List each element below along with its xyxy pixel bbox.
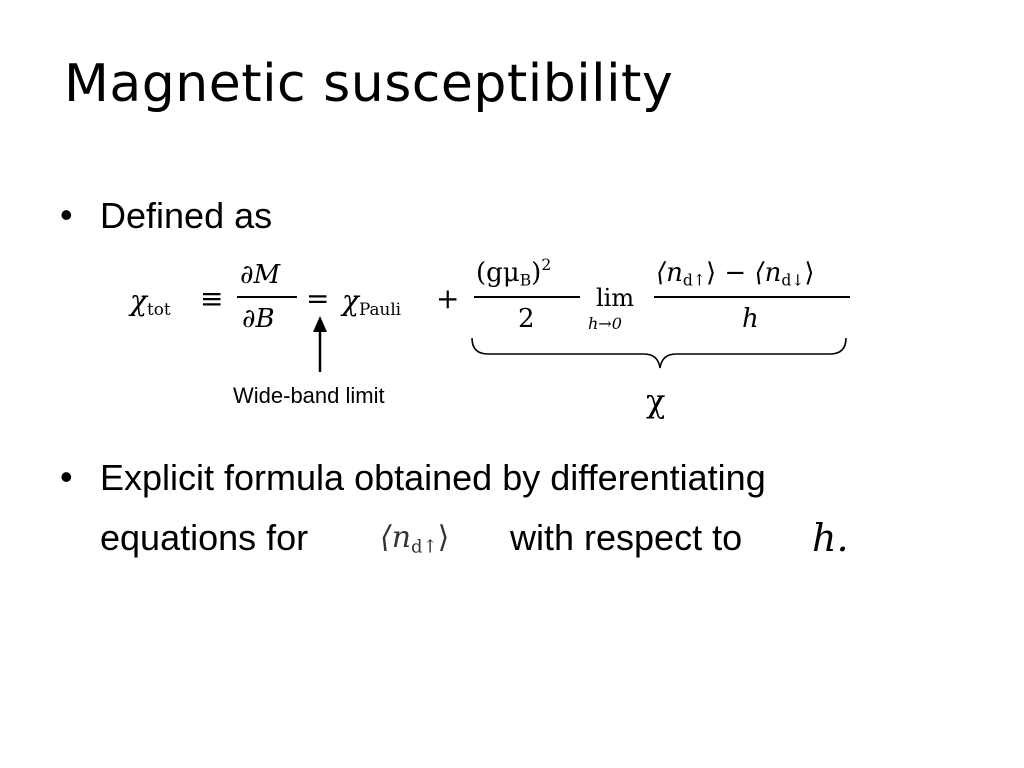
lim-subscript: h→0 bbox=[588, 314, 622, 333]
h-denominator: h bbox=[742, 304, 759, 334]
inline-nd-up: ⟨nd↑⟩ bbox=[380, 520, 450, 558]
bullet-explicit-formula: Explicit formula obtained by differentia… bbox=[100, 457, 766, 498]
bullet-defined-as: Defined as bbox=[100, 195, 273, 236]
chi-tot: χtot bbox=[130, 284, 171, 320]
slide-title: Magnetic susceptibility bbox=[64, 54, 674, 114]
chi-pauli: χPauli bbox=[342, 284, 402, 320]
bullet-marker: • bbox=[60, 456, 73, 497]
bullet-line2-suffix: with respect to bbox=[510, 517, 743, 558]
equals-sign: = bbox=[306, 282, 330, 315]
wide-band-limit-label: Wide-band limit bbox=[233, 383, 385, 408]
bullet-line2-prefix: equations for bbox=[100, 517, 309, 558]
chi-brace-label: χ bbox=[646, 382, 666, 420]
dB-denominator: ∂B bbox=[242, 304, 275, 334]
two-denominator: 2 bbox=[518, 304, 535, 334]
h-variable: h. bbox=[812, 516, 849, 560]
lim-operator: lim bbox=[596, 284, 635, 312]
bullet-marker: • bbox=[60, 194, 73, 235]
gmuB-squared: (gμB)2 bbox=[476, 256, 552, 290]
underbrace bbox=[471, 337, 847, 369]
fraction-bar bbox=[654, 296, 850, 298]
equiv-sign: ≡ bbox=[200, 282, 224, 315]
fraction-bar bbox=[237, 296, 297, 298]
fraction-bar bbox=[474, 296, 580, 298]
magnetization-numerator: ⟨nd↑⟩ − ⟨nd↓⟩ bbox=[656, 258, 815, 290]
up-arrow bbox=[313, 316, 327, 372]
dM-numerator: ∂M bbox=[240, 260, 281, 290]
plus-sign: + bbox=[436, 282, 460, 315]
